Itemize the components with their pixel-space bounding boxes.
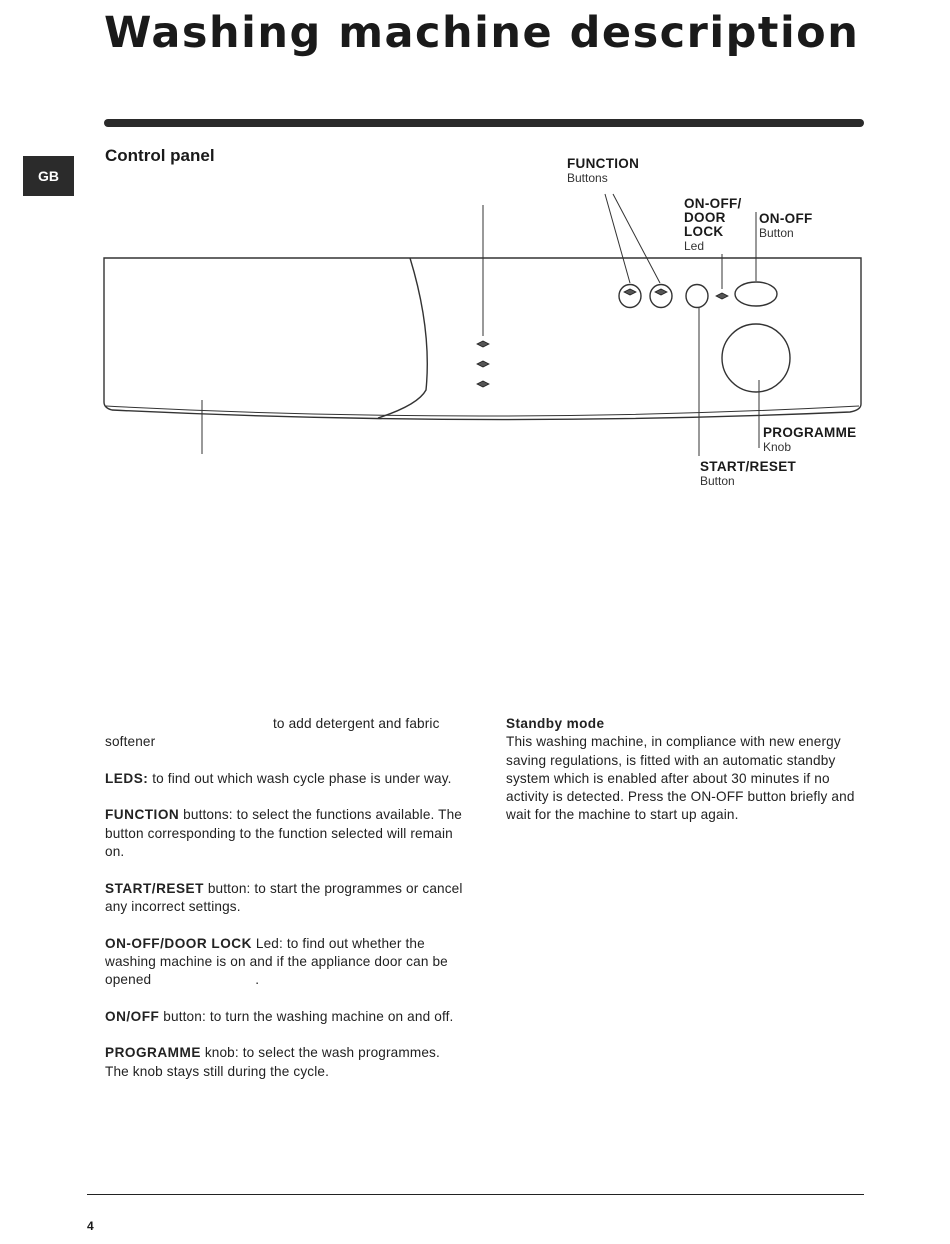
function-button-1 bbox=[618, 283, 642, 309]
leader-function-2 bbox=[612, 193, 661, 284]
left-text-column: to add detergent and fabric softener LED… bbox=[105, 715, 463, 1099]
panel-bottom-edge bbox=[105, 405, 860, 417]
label-start-reset: START/RESET Button bbox=[700, 459, 797, 489]
onoff-door-lock-led bbox=[715, 292, 729, 300]
standby-paragraph: This washing machine, in compliance with… bbox=[506, 734, 855, 823]
panel-outline bbox=[103, 257, 862, 421]
page-title: Washing machine description bbox=[104, 8, 860, 58]
programme-paragraph: PROGRAMME knob: to select the wash progr… bbox=[105, 1045, 440, 1079]
right-text-column: Standby mode This washing machine, in co… bbox=[506, 715, 864, 843]
label-onoff-door-lock-led: ON-OFF/ DOOR LOCK Led bbox=[684, 196, 742, 254]
label-onoff-button: ON-OFF Button bbox=[759, 211, 813, 241]
phase-led-2 bbox=[476, 360, 490, 368]
onoff-led-paragraph: ON-OFF/DOOR LOCK Led: to find out whethe… bbox=[105, 935, 448, 988]
detergent-paragraph: to add detergent and fabric softener bbox=[105, 716, 440, 750]
label-programme-knob: PROGRAMME Knob bbox=[763, 425, 857, 455]
page-number: 4 bbox=[87, 1219, 94, 1233]
function-paragraph: FUNCTION buttons: to select the function… bbox=[105, 807, 463, 860]
leader-function-1 bbox=[604, 193, 631, 284]
onoff-paragraph: ON/OFF button: to turn the washing machi… bbox=[105, 1008, 454, 1024]
function-button-1-mark bbox=[623, 288, 637, 296]
phase-led-1 bbox=[476, 340, 490, 348]
detergent-drawer-edge bbox=[377, 257, 428, 419]
programme-knob bbox=[721, 323, 791, 393]
phase-led-3 bbox=[476, 380, 490, 388]
onoff-button bbox=[734, 281, 778, 307]
control-panel-diagram bbox=[103, 193, 862, 456]
language-tab: GB bbox=[23, 156, 74, 196]
start-reset-paragraph: START/RESET button: to start the program… bbox=[105, 880, 463, 914]
label-function: FUNCTION Buttons bbox=[567, 156, 640, 186]
footer-divider bbox=[87, 1194, 864, 1195]
function-button-2 bbox=[649, 283, 673, 309]
standby-heading: Standby mode bbox=[506, 716, 605, 731]
section-title: Control panel bbox=[105, 146, 215, 165]
start-reset-button bbox=[685, 283, 709, 309]
title-divider bbox=[104, 119, 864, 127]
function-button-2-mark bbox=[654, 288, 668, 296]
leds-paragraph: LEDS: to find out which wash cycle phase… bbox=[105, 770, 452, 786]
